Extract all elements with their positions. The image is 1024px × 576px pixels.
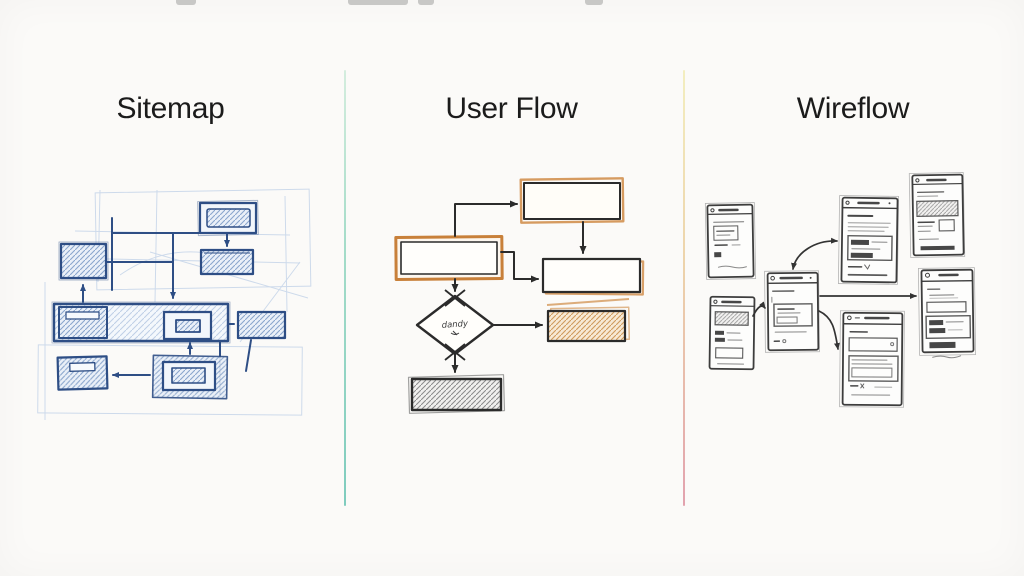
smudge-mark [418, 0, 434, 5]
wireflow-screens [704, 172, 977, 408]
phone-screen-5 [908, 172, 966, 258]
phone-screen-6 [839, 310, 905, 408]
smudge-mark [176, 0, 196, 5]
panel-wireflow: Wireflow [682, 0, 1024, 576]
sitemap-node-bottom-left [56, 355, 109, 391]
sitemap-node-right [236, 310, 287, 340]
arrow-screen2-to-screen3 [752, 301, 766, 317]
panel-title-wireflow: Wireflow [796, 92, 910, 125]
wireflow-arrows [752, 237, 917, 350]
sitemap-node-center [162, 310, 213, 341]
decision-label: dandy [441, 319, 469, 331]
flow-node-result-hatched [546, 298, 631, 343]
sitemap-node-top-right [197, 199, 259, 237]
phone-screen-4 [837, 195, 900, 285]
flow-node-top-right [519, 177, 625, 224]
flow-node-mid-right [541, 257, 645, 296]
sitemap-sketch [37, 188, 312, 420]
user-flow-arrows [451, 200, 587, 373]
panel-user-flow: User Flow [341, 0, 682, 576]
smudge-mark [585, 0, 603, 5]
sitemap-node-child [199, 248, 255, 276]
arrow-screen3-screen4-bidirectional [791, 237, 838, 270]
flow-node-end [407, 374, 506, 414]
panel-title-user-flow: User Flow [445, 92, 578, 125]
flow-decision-diamond: dandy [415, 289, 495, 361]
panel-title-sitemap: Sitemap [116, 92, 225, 125]
arrow-screen3-to-screen6 [818, 310, 840, 350]
user-flow-sketch: dandy [394, 177, 645, 414]
wireflow-sketch [704, 172, 977, 408]
phone-screen-3 [764, 270, 820, 353]
phone-screen-1 [704, 202, 757, 280]
sitemap-nodes [51, 199, 287, 400]
user-flow-nodes: dandy [394, 177, 645, 414]
sitemap-node-bottom-center [151, 354, 229, 400]
arrow-start-to-mid-right [500, 251, 539, 283]
sitemap-construction-lines [37, 188, 312, 420]
arrow-start-to-top-right [454, 200, 518, 237]
column-divider-left [344, 70, 346, 506]
phone-screen-2 [708, 295, 756, 371]
sitemap-node-left [58, 241, 109, 281]
sitemap-node-sub-left [58, 306, 108, 339]
column-divider-right [683, 70, 685, 506]
smudge-mark [348, 0, 408, 5]
phone-screen-7 [917, 267, 977, 359]
panel-sitemap: Sitemap [0, 0, 341, 576]
flow-node-start [394, 235, 504, 281]
